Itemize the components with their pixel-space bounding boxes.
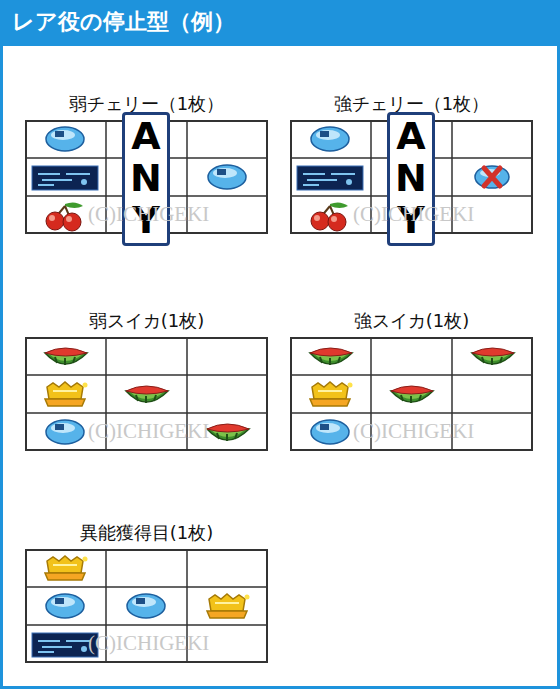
watermark: (C)ICHIGEKI <box>88 419 209 444</box>
watermelon-symbol <box>310 348 352 365</box>
watermelon-symbol <box>391 386 433 403</box>
grid-heading: 強スイカ(1枚) <box>272 309 551 333</box>
replay-symbol <box>46 594 84 618</box>
watermelon-symbol <box>126 386 168 403</box>
watermark: (C)ICHIGEKI <box>353 202 474 227</box>
replay-symbol <box>311 127 349 151</box>
header-bar <box>0 0 560 46</box>
replay-symbol <box>208 165 246 189</box>
logo-symbol <box>297 166 363 190</box>
watermelon-symbol <box>45 348 87 365</box>
replay-symbol <box>311 420 349 444</box>
symbol-part <box>290 337 533 451</box>
symbol-part <box>25 549 268 663</box>
replay-symbol <box>127 594 165 618</box>
watermark: (C)ICHIGEKI <box>88 631 209 656</box>
bell-symbol <box>310 382 353 406</box>
watermelon-symbol <box>472 348 514 365</box>
crossed-replay-symbol <box>475 166 509 188</box>
watermark: (C)ICHIGEKI <box>353 419 474 444</box>
watermelon-symbol <box>207 424 249 441</box>
cherry-symbol <box>46 202 83 231</box>
grid-heading: 異能獲得目(1枚) <box>7 521 286 545</box>
bell-symbol <box>207 594 250 618</box>
grid-heading: 弱スイカ(1枚) <box>7 309 286 333</box>
cherry-symbol <box>311 202 348 231</box>
watermark: (C)ICHIGEKI <box>88 202 209 227</box>
logo-symbol <box>32 166 98 190</box>
bell-symbol <box>45 382 88 406</box>
symbol-part <box>25 337 268 451</box>
page-title: レア役の停止型（例） <box>12 8 235 36</box>
replay-symbol <box>46 127 84 151</box>
replay-symbol <box>46 420 84 444</box>
bell-symbol <box>45 556 88 580</box>
grid-lines <box>25 120 533 663</box>
